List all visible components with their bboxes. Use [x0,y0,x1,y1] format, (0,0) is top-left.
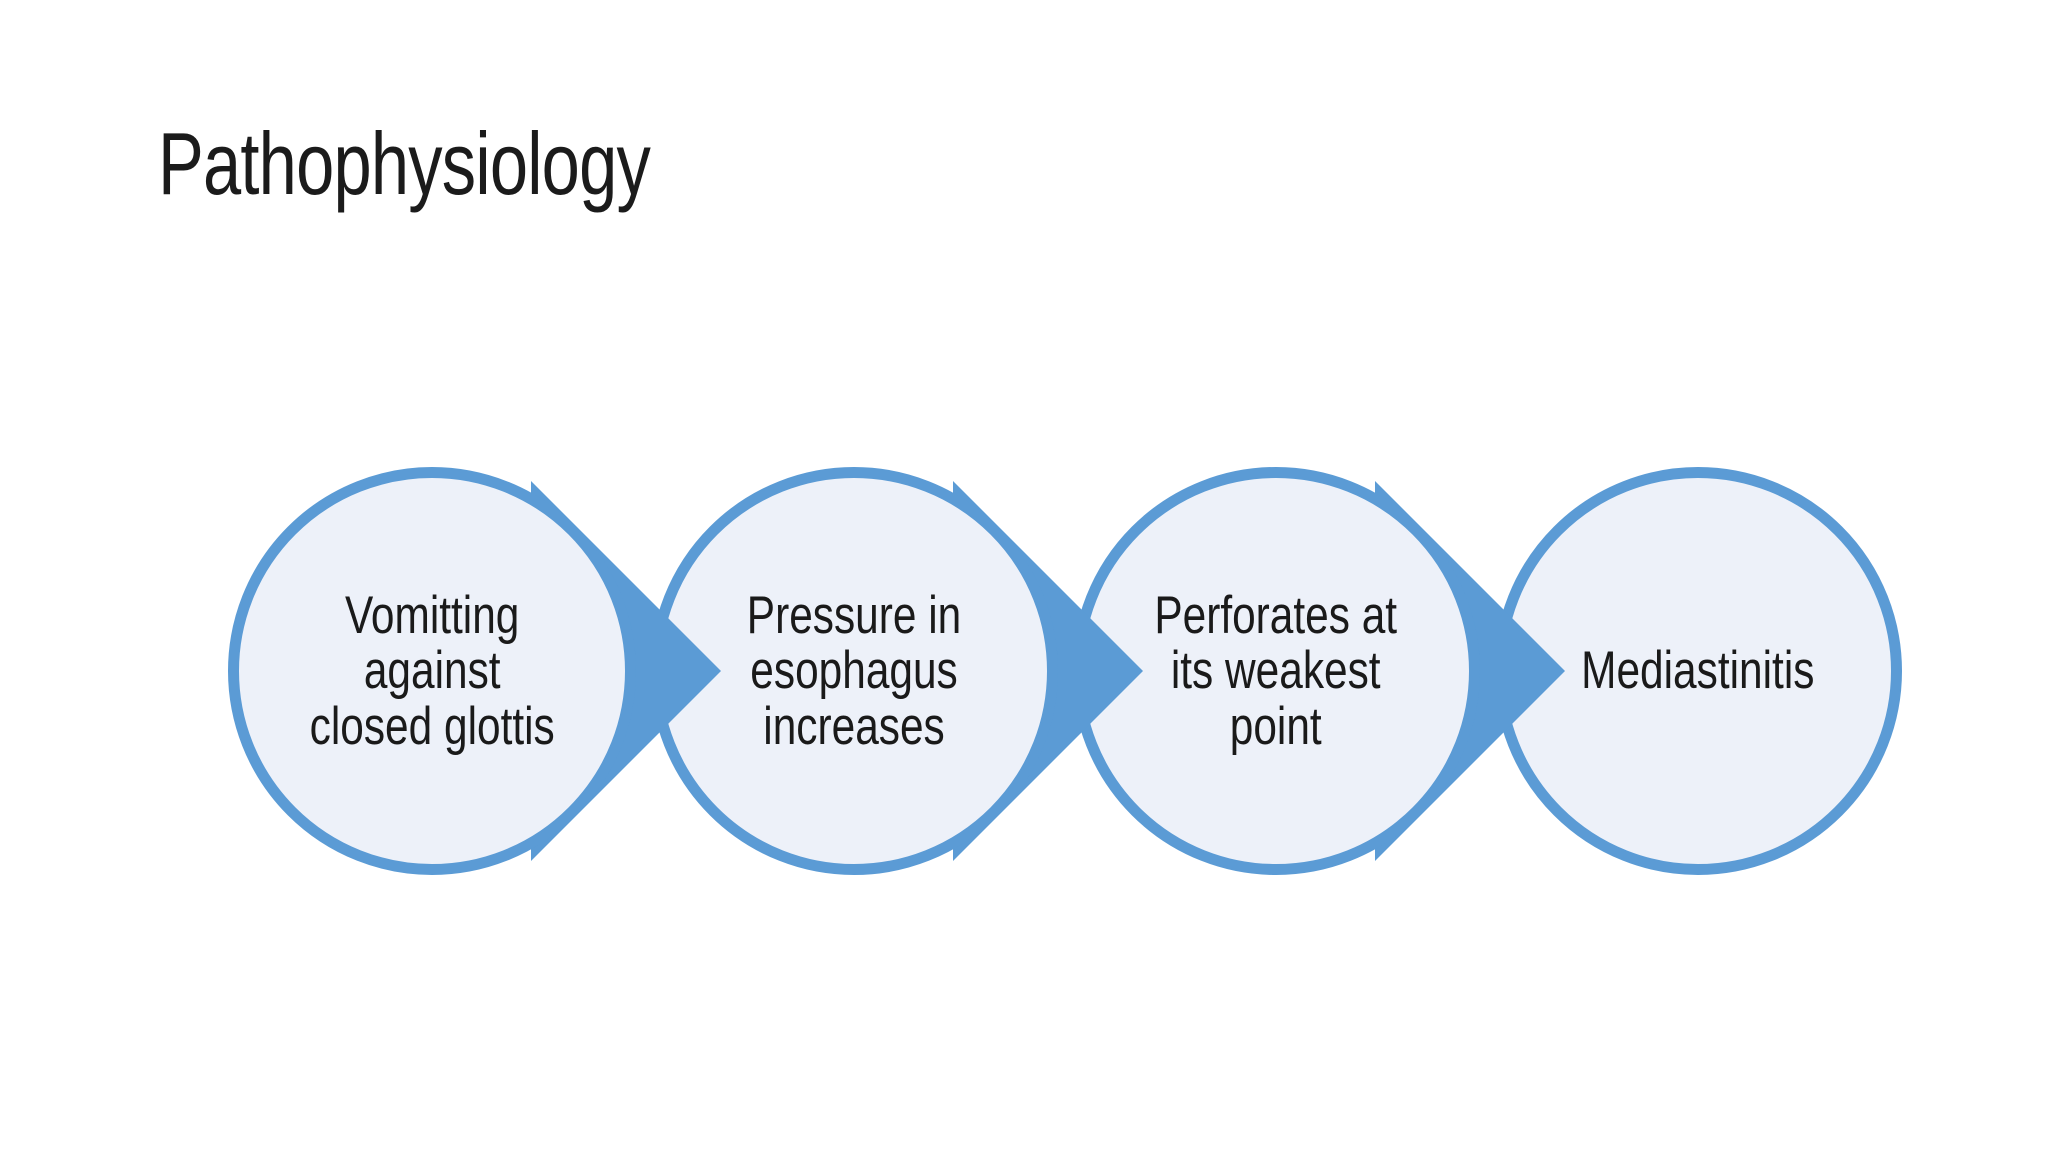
process-step-circle-3: Perforates at its weakest point [1072,467,1480,875]
step-text-line: Mediastinitis [1581,641,1815,701]
step-text-line: Vomitting [344,585,520,645]
step-text-line: point [1230,696,1322,756]
step-3-label: Perforates at its weakest point [1154,585,1398,756]
slide-title: Pathophysiology [158,114,651,213]
step-text-line: closed glottis [309,696,555,756]
step-text-line: Pressure in [746,585,962,645]
step-text-line: esophagus [750,641,958,701]
step-text-line: increases [763,696,945,756]
step-text-line: its weakest [1171,641,1381,701]
step-text-line: Perforates at [1154,585,1398,645]
step-4-label: Mediastinitis [1581,643,1814,699]
step-1-label: Vomitting against closed glottis [309,585,555,756]
step-2-label: Pressure in esophagus increases [746,585,962,756]
step-text-line: against [363,641,501,701]
process-step-circle-1: Vomitting against closed glottis [228,467,636,875]
